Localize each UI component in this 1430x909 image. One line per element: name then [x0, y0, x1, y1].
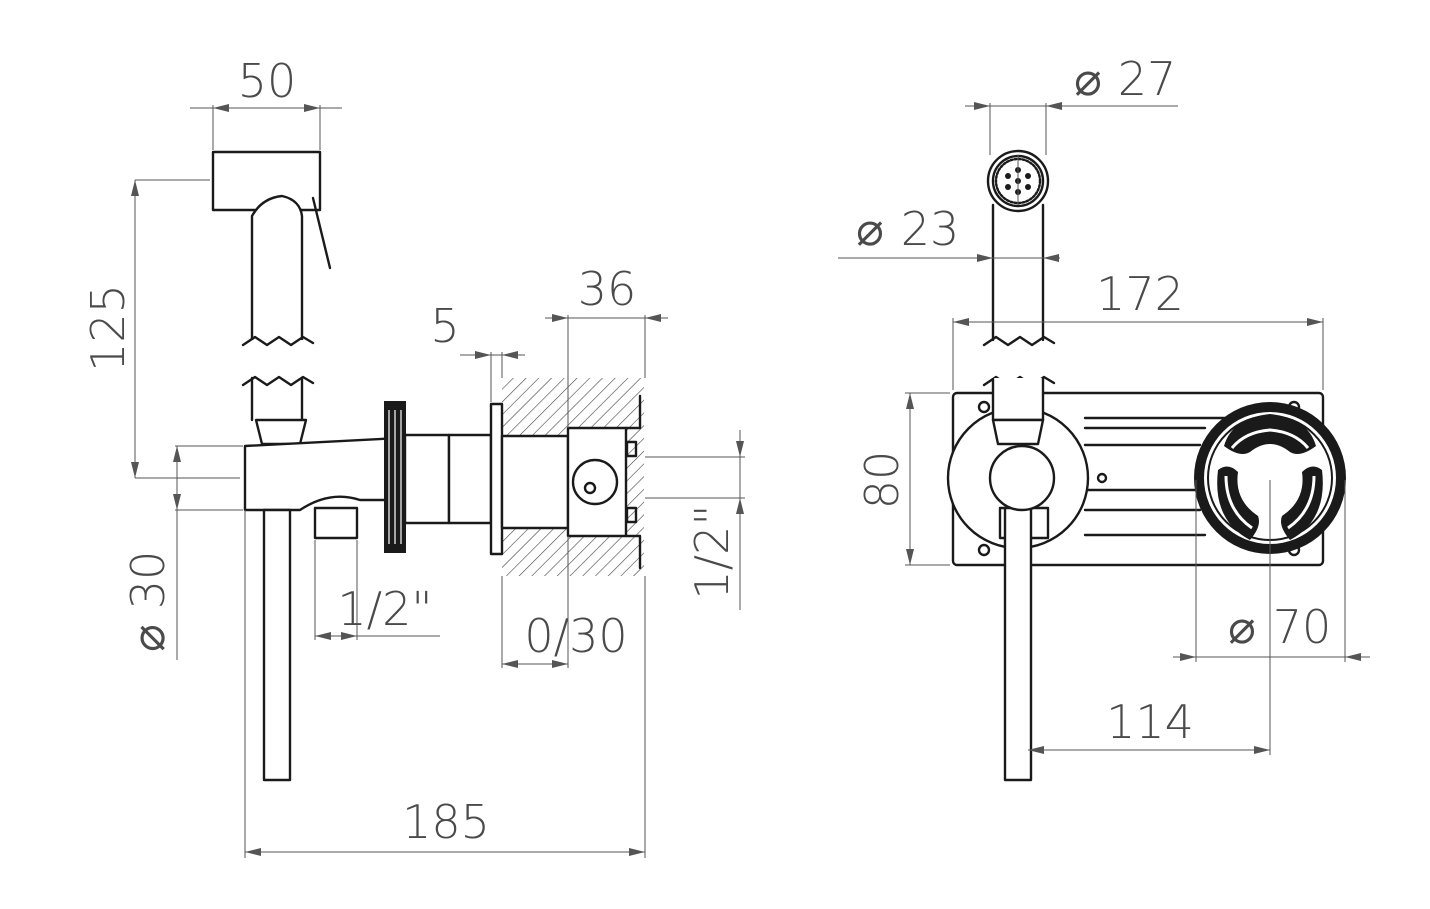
dim-plate-height: 80: [855, 451, 909, 510]
dim-body-diameter-symbol: ⌀: [121, 624, 175, 652]
dimension-lines: [134, 103, 1370, 858]
dimension-arrows: [131, 102, 1361, 856]
hand-shower-front: [982, 149, 1056, 387]
valve-handle: [1194, 402, 1346, 554]
lever-handle: [988, 444, 1056, 782]
hand-shower-side: [211, 150, 332, 422]
dim-flange-thickness: 5: [430, 299, 459, 353]
dimension-labels: 50 125 ⌀ 30 1/2" 5 36 1/2" 0/30 185 ⌀ 27…: [81, 52, 1331, 849]
dim-adjust-range: 0/30: [524, 609, 627, 663]
dim-hose-diameter: 23: [901, 202, 960, 256]
dim-plate-width: 172: [1096, 267, 1184, 321]
dim-box-depth: 36: [578, 262, 637, 316]
front-view: [946, 149, 1346, 782]
dim-axis-distance: 114: [1106, 695, 1194, 749]
dim-handshower-width: 50: [238, 54, 297, 108]
concealed-box-side: [500, 394, 642, 570]
dim-inlet-thread: 1/2": [685, 504, 739, 599]
dim-head-diameter: 27: [1118, 52, 1177, 106]
dim-body-diameter: 30: [121, 551, 175, 610]
dim-total-depth: 185: [402, 795, 490, 849]
dim-rosette-diameter-symbol: ⌀: [1228, 600, 1256, 654]
holder-body-side: [243, 418, 402, 782]
dim-hose-diameter-symbol: ⌀: [856, 202, 884, 256]
dim-rosette-diameter: 70: [1273, 600, 1332, 654]
side-view: [211, 150, 644, 782]
dim-handshower-height: 125: [81, 284, 135, 372]
dim-head-diameter-symbol: ⌀: [1074, 52, 1102, 106]
dim-outlet-thread: 1/2": [337, 582, 432, 636]
